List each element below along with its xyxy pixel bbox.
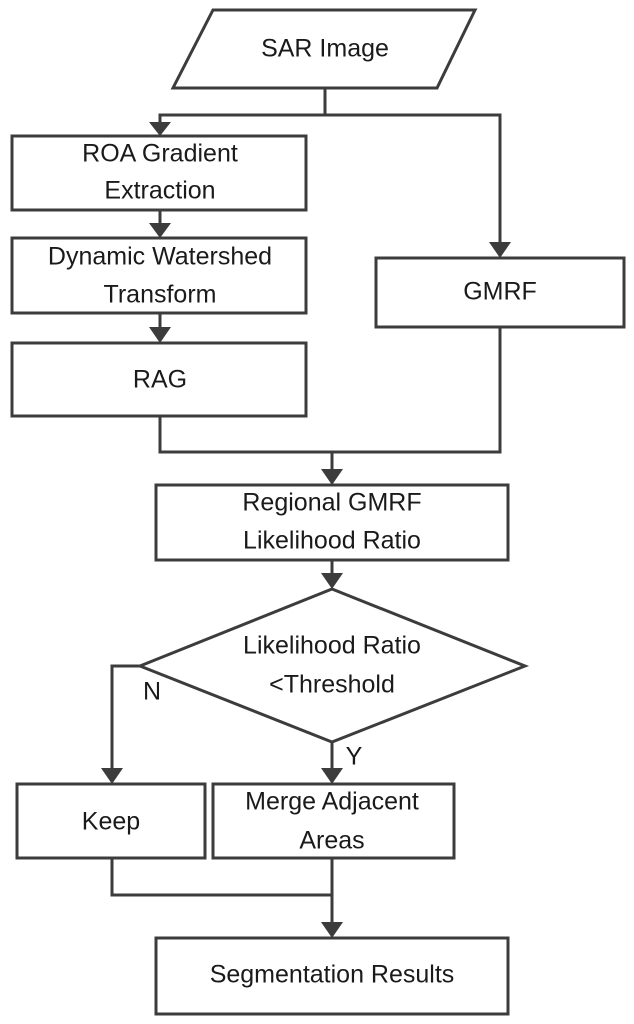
arrowhead-to-watershed <box>149 223 171 238</box>
edge-sar-to-branch <box>158 88 327 124</box>
regional-gmrf-label-line2: Likelihood Ratio <box>243 527 421 555</box>
merge-label-line1: Merge Adjacent <box>245 788 419 816</box>
arrowhead-to-results <box>321 922 343 938</box>
gmrf-label: GMRF <box>463 278 537 306</box>
arrowheads <box>101 122 511 938</box>
merge-label-line2: Areas <box>299 827 364 855</box>
node-keep: Keep <box>15 782 207 860</box>
node-sar-image: SAR Image <box>170 8 478 90</box>
regional-gmrf-label-line1: Regional GMRF <box>242 489 421 517</box>
edges <box>110 88 502 924</box>
gmrf-box <box>374 256 626 329</box>
dynamic-watershed-label-line2: Transform <box>104 281 217 309</box>
arrowhead-to-rag <box>149 327 171 343</box>
arrowhead-to-keep <box>101 768 123 784</box>
edge-decision-no <box>110 664 140 770</box>
decision-label-line2: <Threshold <box>269 671 395 699</box>
sar-image-label: SAR Image <box>261 35 389 63</box>
keep-box <box>15 782 207 860</box>
sar-image-parallelogram <box>170 8 478 90</box>
edge-keep-to-join <box>110 858 332 897</box>
node-decision: Likelihood Ratio <Threshold <box>135 587 530 744</box>
edge-rag-to-merge-point <box>158 416 332 454</box>
node-dynamic-watershed: Dynamic Watershed Transform <box>10 236 308 315</box>
node-roa-gradient: ROA Gradient Extraction <box>10 134 308 212</box>
merge-box <box>211 782 456 860</box>
segmentation-label: Segmentation Results <box>210 961 455 989</box>
arrowhead-to-merge <box>321 768 343 784</box>
edge-branch-to-gmrf <box>325 113 502 243</box>
edge-gmrf-to-merge-point <box>332 327 502 454</box>
decision-label-line1: Likelihood Ratio <box>243 632 421 660</box>
dynamic-watershed-box <box>10 236 308 315</box>
arrowhead-to-regional <box>321 469 343 485</box>
regional-gmrf-box <box>154 483 510 562</box>
roa-gradient-label-line2: Extraction <box>104 177 215 205</box>
node-rag: RAG <box>10 341 308 418</box>
arrowhead-to-gmrf <box>489 242 511 258</box>
rag-box <box>10 341 308 418</box>
dynamic-watershed-label-line1: Dynamic Watershed <box>48 243 272 271</box>
decision-diamond <box>135 587 530 744</box>
node-gmrf: GMRF <box>374 256 626 329</box>
roa-gradient-label-line1: ROA Gradient <box>82 140 238 168</box>
node-regional-gmrf: Regional GMRF Likelihood Ratio <box>154 483 510 562</box>
node-merge: Merge Adjacent Areas <box>211 782 456 860</box>
segmentation-box <box>154 936 510 1016</box>
arrowhead-to-decision <box>321 573 343 589</box>
node-segmentation: Segmentation Results <box>154 936 510 1016</box>
edge-label-yes: Y <box>346 743 363 771</box>
edge-label-no: N <box>143 678 161 706</box>
rag-label: RAG <box>133 366 187 394</box>
arrowhead-to-roa <box>149 122 171 136</box>
keep-label: Keep <box>82 808 140 836</box>
roa-gradient-box <box>10 134 308 212</box>
